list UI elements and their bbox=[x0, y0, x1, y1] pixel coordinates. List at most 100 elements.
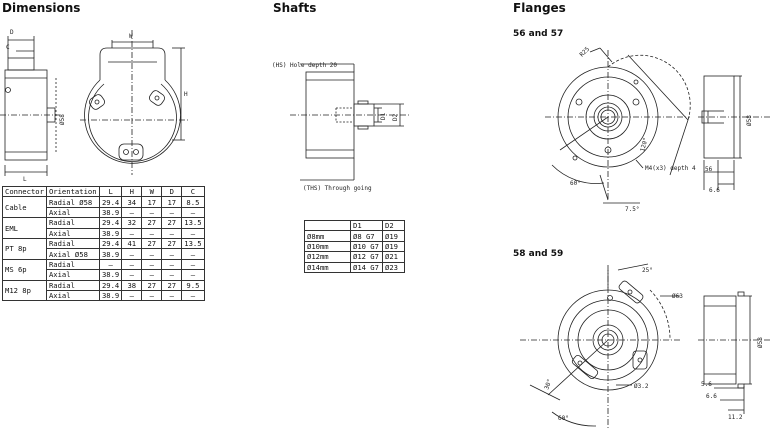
value-cell: 38.9 bbox=[98, 248, 123, 260]
value-cell: – bbox=[181, 269, 205, 281]
value-cell: 27 bbox=[161, 237, 183, 250]
value-cell: – bbox=[181, 289, 205, 302]
shaft-cell: Ø12mm bbox=[304, 251, 351, 263]
value-cell: – bbox=[121, 206, 143, 219]
dimensions-drawing: D C L W H Ø58 bbox=[0, 29, 190, 183]
table-header: L bbox=[98, 185, 123, 198]
dim-label-c: C bbox=[6, 44, 10, 51]
value-cell: 32 bbox=[121, 217, 143, 229]
value-cell: 38.9 bbox=[98, 227, 123, 239]
shaft-cell: Ø19 bbox=[382, 230, 405, 242]
flange-56-57-heading: 56 and 57 bbox=[513, 29, 564, 39]
table-header: D bbox=[161, 185, 183, 198]
value-cell: – bbox=[141, 289, 163, 302]
value-cell: – bbox=[121, 227, 143, 239]
connector-cell: MS 6p bbox=[2, 258, 47, 281]
shaft-cell: Ø23 bbox=[382, 261, 405, 273]
value-cell: 29.4 bbox=[98, 217, 123, 229]
value-cell: – bbox=[161, 269, 183, 281]
value-cell: – bbox=[161, 206, 183, 219]
shaft-cell: Ø12 G7 bbox=[350, 251, 383, 263]
table-header: Connector bbox=[2, 185, 47, 198]
shaft-cell: Ø10mm bbox=[304, 240, 351, 253]
f2-label-66: 6.6 bbox=[706, 393, 717, 400]
orientation-cell: Axial bbox=[45, 289, 100, 302]
value-cell: – bbox=[181, 206, 205, 219]
shaft-through-note: (THS) Through going bbox=[303, 185, 372, 192]
shaft-cell: Ø8mm bbox=[304, 230, 351, 242]
value-cell: 38.9 bbox=[98, 289, 123, 302]
orientation-cell: Axial bbox=[45, 269, 100, 281]
dim-label-w: W bbox=[129, 33, 133, 40]
value-cell: 13.5 bbox=[181, 237, 205, 250]
f1-label-60: 60° bbox=[570, 180, 581, 187]
value-cell: 27 bbox=[141, 279, 163, 291]
f1-label-120: 120° bbox=[639, 137, 650, 153]
f2-label-25: 25° bbox=[642, 267, 653, 274]
connector-cell: Cable bbox=[2, 196, 47, 219]
value-cell: – bbox=[121, 248, 143, 260]
value-cell: 29.4 bbox=[98, 196, 123, 208]
shaft-cell: Ø10 G7 bbox=[350, 240, 383, 253]
orientation-cell: Radial bbox=[45, 237, 100, 250]
dim-label-l: L bbox=[23, 176, 27, 183]
value-cell: – bbox=[161, 289, 183, 302]
flange-58-59-heading: 58 and 59 bbox=[513, 249, 564, 259]
value-cell: 38 bbox=[121, 279, 143, 291]
value-cell: 27 bbox=[141, 237, 163, 250]
table-header-row: Connector Orientation L H W D C bbox=[2, 185, 205, 198]
orientation-cell: Axial bbox=[45, 227, 100, 239]
value-cell: – bbox=[181, 258, 205, 271]
value-cell: 17 bbox=[161, 196, 183, 208]
f2-label-dia63: Ø63 bbox=[672, 293, 683, 300]
shaft-label-d2: D2 bbox=[392, 113, 399, 121]
table-header: D2 bbox=[382, 219, 405, 232]
value-cell: – bbox=[141, 206, 163, 219]
value-cell: – bbox=[141, 248, 163, 260]
table-header: C bbox=[181, 185, 205, 198]
connector-cell: PT 8p bbox=[2, 237, 47, 260]
shaft-cell: Ø19 bbox=[382, 240, 405, 253]
value-cell: – bbox=[161, 258, 183, 271]
shaft-hole-note: (HS) Hole depth 20 bbox=[272, 62, 337, 69]
orientation-cell: Axial Ø58 bbox=[45, 248, 100, 260]
table-header: D1 bbox=[350, 219, 383, 232]
orientation-cell: Radial Ø58 bbox=[45, 196, 100, 208]
shaft-cell: Ø8 G7 bbox=[350, 230, 383, 242]
value-cell: – bbox=[141, 258, 163, 271]
value-cell: – bbox=[161, 248, 183, 260]
shaft-cell: Ø14mm bbox=[304, 261, 351, 273]
dim-label-h: H bbox=[184, 91, 188, 98]
value-cell: – bbox=[181, 248, 205, 260]
value-cell: – bbox=[181, 227, 205, 239]
shaft-label-d1: D1 bbox=[380, 112, 387, 120]
value-cell: 27 bbox=[161, 217, 183, 229]
f2-label-dia58: Ø58 bbox=[757, 337, 764, 348]
value-cell: 38.9 bbox=[98, 269, 123, 281]
orientation-cell: Axial bbox=[45, 206, 100, 219]
value-cell: 9.5 bbox=[181, 279, 205, 291]
flanges-heading: Flanges bbox=[513, 1, 566, 15]
value-cell: – bbox=[161, 227, 183, 239]
f2-label-112: 11.2 bbox=[728, 414, 743, 421]
orientation-cell: Radial bbox=[45, 279, 100, 291]
f1-label-dia58: Ø58 bbox=[746, 115, 753, 126]
f2-label-30: 30° bbox=[543, 378, 553, 391]
value-cell: 29.4 bbox=[98, 237, 123, 250]
value-cell: 41 bbox=[121, 237, 143, 250]
dim-label-dia: Ø58 bbox=[59, 114, 66, 125]
value-cell: – bbox=[141, 227, 163, 239]
f1-label-m4: M4(x3) depth 4 bbox=[645, 165, 696, 172]
orientation-cell: Radial bbox=[45, 217, 100, 229]
value-cell: 8.5 bbox=[181, 196, 205, 208]
